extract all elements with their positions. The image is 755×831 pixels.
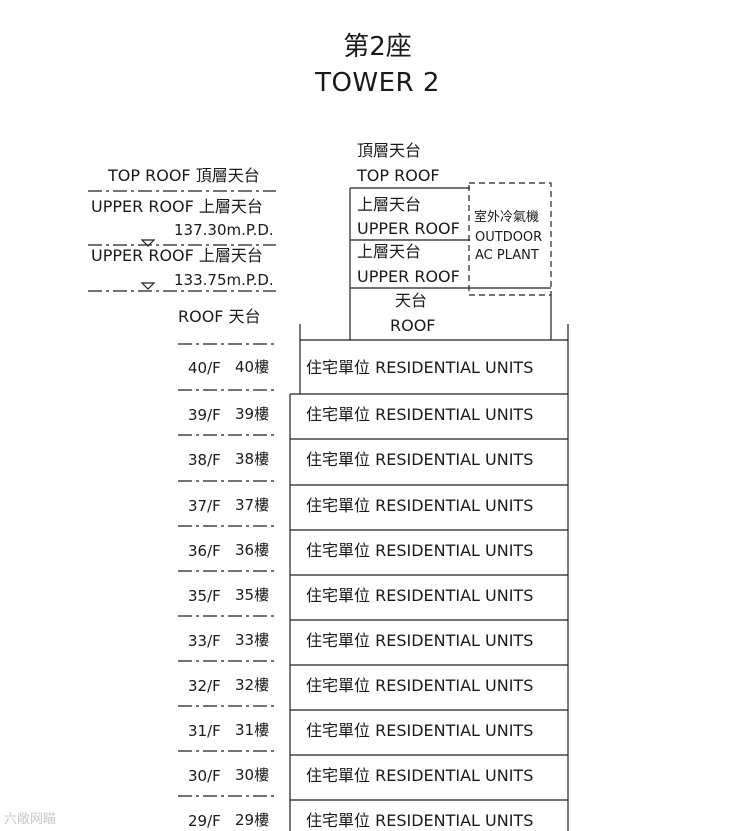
- floor-label-cn: 32樓: [235, 676, 270, 694]
- watermark: 六敞网瞄: [4, 812, 57, 827]
- level-label-upper-roof-1: UPPER ROOF 上層天台: [91, 197, 263, 216]
- residential-unit-label: 住宅單位 RESIDENTIAL UNITS: [306, 358, 534, 377]
- residential-unit-label: 住宅單位 RESIDENTIAL UNITS: [306, 766, 534, 785]
- floor-label-cn: 36樓: [235, 541, 270, 559]
- ac-plant-box: [468, 182, 552, 296]
- floor-label-cn: 40樓: [235, 358, 270, 376]
- section-upper-roof-2-en: UPPER ROOF: [357, 267, 460, 286]
- residential-unit-label: 住宅單位 RESIDENTIAL UNITS: [306, 676, 534, 695]
- section-upper-roof-1-cn: 上層天台: [357, 195, 422, 214]
- floor-label-cn: 37樓: [235, 496, 270, 514]
- floor-label-en: 36/F: [188, 542, 221, 560]
- section-upper-roof-2-cn: 上層天台: [357, 242, 422, 261]
- level-marker-2: [140, 282, 156, 290]
- residential-unit-label: 住宅單位 RESIDENTIAL UNITS: [306, 631, 534, 650]
- section-top-roof-en: TOP ROOF: [357, 166, 440, 185]
- floor-label-en: 40/F: [188, 359, 221, 377]
- section-top-roof-cn: 頂層天台: [357, 141, 422, 160]
- residential-unit-label: 住宅單位 RESIDENTIAL UNITS: [306, 586, 534, 605]
- level-label-upper-roof-2: UPPER ROOF 上層天台: [91, 246, 263, 265]
- floor-label-en: 32/F: [188, 677, 221, 695]
- ac-plant-label-en-1: OUTDOOR: [475, 230, 543, 245]
- section-upper-roof-1-en: UPPER ROOF: [357, 219, 460, 238]
- residential-unit-label: 住宅單位 RESIDENTIAL UNITS: [306, 541, 534, 560]
- residential-unit-label: 住宅單位 RESIDENTIAL UNITS: [306, 450, 534, 469]
- residential-unit-label: 住宅單位 RESIDENTIAL UNITS: [306, 811, 534, 830]
- floor-label-en: 29/F: [188, 812, 221, 830]
- ac-plant-label-cn: 室外冷氣機: [474, 210, 540, 225]
- floor-label-en: 39/F: [188, 406, 221, 424]
- floor-label-cn: 30樓: [235, 766, 270, 784]
- section-roof-cn: 天台: [395, 291, 428, 310]
- ac-plant-label-en-2: AC PLANT: [475, 248, 539, 263]
- residential-unit-label: 住宅單位 RESIDENTIAL UNITS: [306, 721, 534, 740]
- level-value-upper-roof-1: 137.30m.P.D.: [174, 221, 274, 239]
- floor-label-en: 33/F: [188, 632, 221, 650]
- floor-label-cn: 39樓: [235, 405, 270, 423]
- floor-label-cn: 35樓: [235, 586, 270, 604]
- title-english: TOWER 2: [315, 68, 440, 98]
- floor-label-cn: 33樓: [235, 631, 270, 649]
- level-value-upper-roof-2: 133.75m.P.D.: [174, 271, 274, 289]
- residential-unit-label: 住宅單位 RESIDENTIAL UNITS: [306, 496, 534, 515]
- section-roof-en: ROOF: [390, 316, 436, 335]
- level-marker-1: [140, 239, 156, 247]
- floor-label-en: 37/F: [188, 497, 221, 515]
- floor-label-cn: 38樓: [235, 450, 270, 468]
- floor-label-cn: 31樓: [235, 721, 270, 739]
- level-label-roof: ROOF 天台: [178, 307, 261, 326]
- floor-label-en: 30/F: [188, 767, 221, 785]
- title-chinese: 第2座: [343, 32, 412, 62]
- floor-label-en: 35/F: [188, 587, 221, 605]
- floor-label-cn: 29樓: [235, 811, 270, 829]
- floor-label-en: 31/F: [188, 722, 221, 740]
- level-label-top-roof: TOP ROOF 頂層天台: [108, 166, 260, 185]
- residential-unit-label: 住宅單位 RESIDENTIAL UNITS: [306, 405, 534, 424]
- floor-label-en: 38/F: [188, 451, 221, 469]
